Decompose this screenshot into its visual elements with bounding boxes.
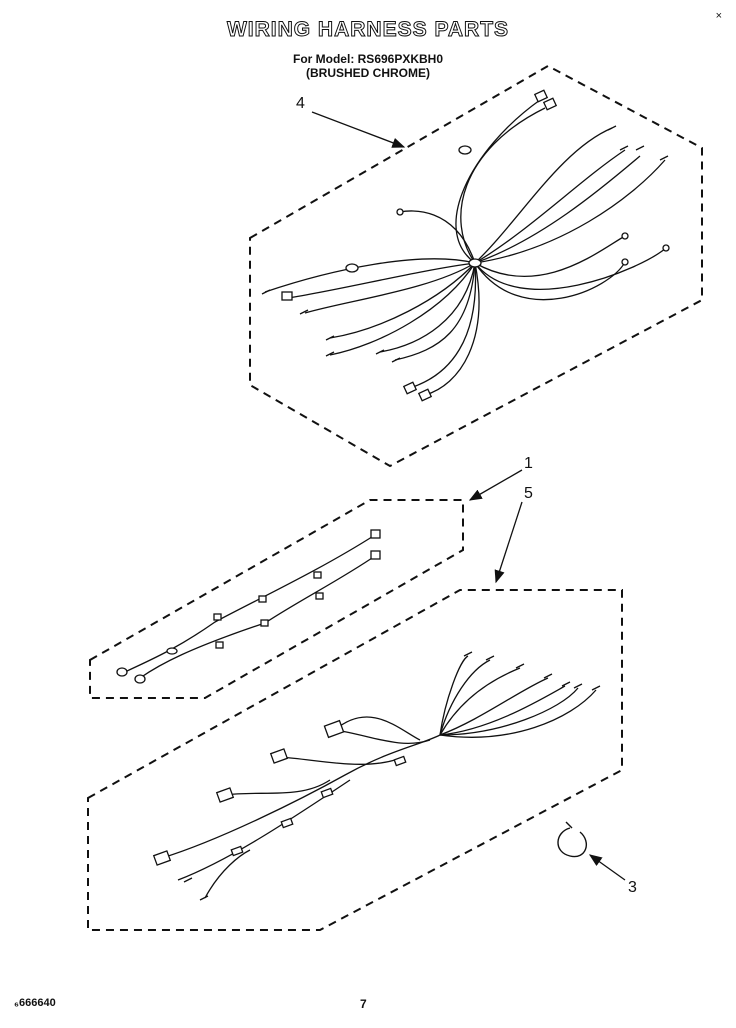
harness-group-5 [87, 589, 623, 931]
leader-line-3 [588, 854, 626, 881]
callout-5: 5 [524, 485, 533, 502]
finish-line: (BRUSHED CHROME) [306, 66, 430, 80]
leader-line-1 [468, 469, 523, 501]
dashed-outline-1 [89, 499, 464, 699]
document-number: ₆666640 [14, 997, 56, 1009]
clip-part-3 [557, 821, 588, 858]
page-number: 7 [360, 997, 367, 1011]
harness-group-4 [249, 64, 703, 468]
harness-group-1 [89, 499, 464, 699]
dashed-outline-5 [87, 589, 623, 931]
model-line: For Model: RS696PXKBH0 [292, 52, 444, 66]
callout-3: 3 [628, 879, 637, 896]
callout-4: 4 [296, 95, 305, 112]
leader-line-4 [311, 111, 406, 148]
leader-line-5 [494, 501, 523, 584]
corner-mark: × [715, 10, 722, 22]
callout-1: 1 [524, 455, 533, 472]
page-title: WIRING HARNESS PARTS [226, 18, 510, 42]
